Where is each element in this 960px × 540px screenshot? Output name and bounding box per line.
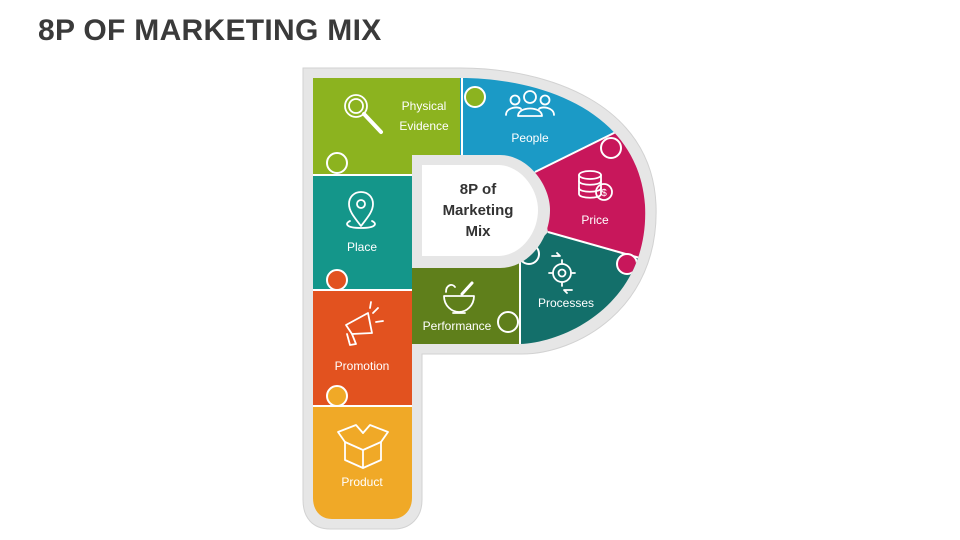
piece-promotion[interactable] xyxy=(313,290,412,406)
piece-place[interactable] xyxy=(313,175,412,290)
svg-text:$: $ xyxy=(601,188,607,199)
people-group-icon xyxy=(505,90,555,117)
center-label-line2: Marketing xyxy=(443,202,514,219)
performance-label: Performance xyxy=(423,319,492,333)
people-label: People xyxy=(511,131,549,145)
megaphone-icon xyxy=(345,301,384,346)
piece-price[interactable] xyxy=(535,120,700,258)
product-label: Product xyxy=(341,475,383,489)
physical-evidence-label-line1: Physical xyxy=(402,99,447,113)
magnifier-icon xyxy=(344,94,383,134)
price-label: Price xyxy=(581,213,609,227)
physical-evidence-label-line2: Evidence xyxy=(399,119,449,133)
center-label-line3: Mix xyxy=(465,223,491,240)
center-label-line1: 8P of xyxy=(460,181,497,198)
mortar-pestle-icon xyxy=(443,281,475,314)
coins-dollar-icon: $ xyxy=(578,170,613,201)
place-label: Place xyxy=(347,240,377,254)
promotion-label: Promotion xyxy=(335,359,390,373)
open-box-icon xyxy=(337,424,389,469)
location-pin-icon xyxy=(346,191,376,229)
page-title: 8P OF MARKETING MIX xyxy=(38,14,382,47)
gear-process-icon xyxy=(548,252,576,294)
processes-label: Processes xyxy=(538,296,594,310)
